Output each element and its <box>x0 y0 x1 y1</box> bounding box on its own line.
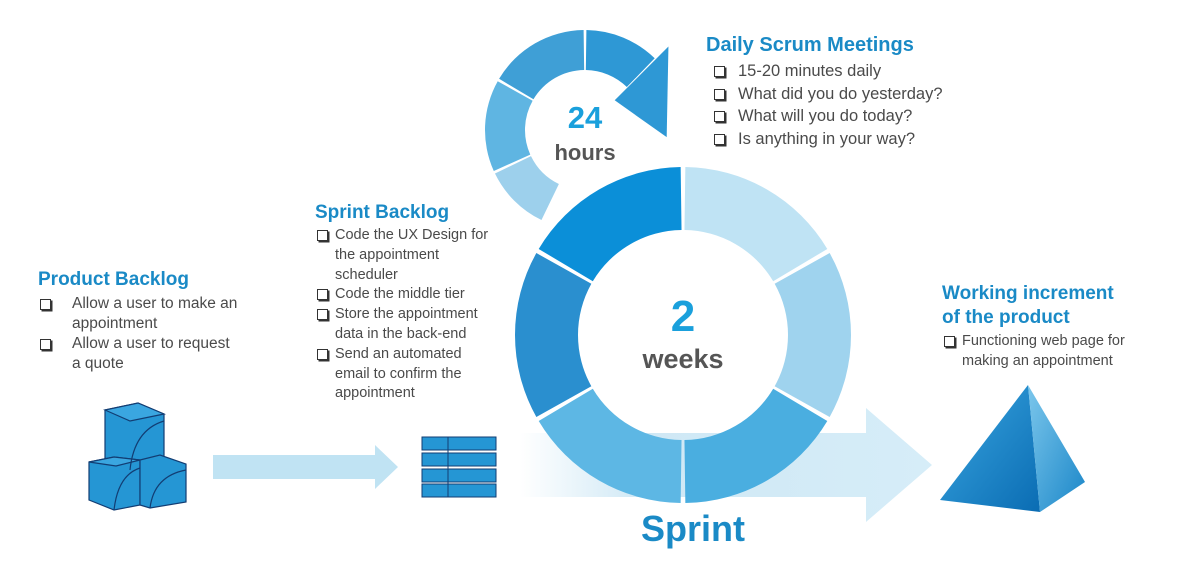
sprint-cycle-ring-icon <box>515 167 851 503</box>
daily-scrum-title: Daily Scrum Meetings <box>706 34 914 56</box>
list-item: Is anything in your way? <box>714 128 1014 151</box>
list-item: Send an automated email to confirm the a… <box>317 345 492 404</box>
sprint-backlog-list: Code the UX Design for the appointment s… <box>317 226 492 404</box>
list-item: Code the UX Design for the appointment s… <box>317 226 492 285</box>
list-item: Functioning web page for making an appoi… <box>944 332 1154 372</box>
checkbox-icon <box>714 66 725 77</box>
stack-icon <box>421 436 497 498</box>
sprint-backlog-title: Sprint Backlog <box>315 202 450 223</box>
checkbox-icon <box>714 111 725 122</box>
checkbox-icon <box>40 339 51 350</box>
daily-scrum-list: 15-20 minutes daily What did you do yest… <box>714 60 1014 150</box>
cubes-icon <box>88 402 187 511</box>
product-backlog-title: Product Backlog <box>38 269 189 290</box>
arrowhead-icon <box>614 46 669 138</box>
list-item: Allow a user to request a quote <box>40 334 240 374</box>
checkbox-icon <box>714 88 725 100</box>
ring-segment <box>494 156 559 221</box>
product-backlog-list: Allow a user to make an appointment Allo… <box>40 294 240 374</box>
sprint-label: Sprint <box>641 508 745 549</box>
daily-cycle-number: 24 <box>567 100 603 135</box>
sprint-cycle-unit: weeks <box>642 344 724 374</box>
sprint-cycle-number: 2 <box>670 292 696 341</box>
ring-segment <box>538 388 682 503</box>
list-item: What will you do today? <box>714 105 1014 128</box>
ring-segment <box>485 81 533 171</box>
list-item: Store the appointment data in the back-e… <box>317 305 492 345</box>
ring-segment <box>499 30 585 100</box>
ring-segment <box>774 253 851 417</box>
ring-segment <box>684 167 828 282</box>
backlog-arrow-icon <box>213 445 398 489</box>
daily-cycle-arrow-icon <box>485 30 669 221</box>
ring-segment <box>515 253 592 417</box>
list-item: Allow a user to make an appointment <box>40 294 240 334</box>
working-increment-title: Working increment of the product <box>942 283 1114 328</box>
checkbox-icon <box>40 299 51 310</box>
working-increment-list: Functioning web page for making an appoi… <box>944 332 1154 372</box>
list-item: What did you do yesterday? <box>714 83 1014 106</box>
list-item: 15-20 minutes daily <box>714 60 1014 83</box>
checkbox-icon <box>317 289 328 301</box>
checkbox-icon <box>317 309 328 321</box>
list-item: Code the middle tier <box>317 285 492 305</box>
ring-segment <box>585 30 655 87</box>
checkbox-icon <box>317 348 328 360</box>
pyramid-icon <box>940 385 1085 512</box>
checkbox-icon <box>944 336 955 347</box>
checkbox-icon <box>714 133 725 145</box>
checkbox-icon <box>317 230 328 241</box>
daily-cycle-unit: hours <box>554 140 616 165</box>
ring-segment <box>538 167 682 282</box>
ring-segment <box>684 388 828 503</box>
